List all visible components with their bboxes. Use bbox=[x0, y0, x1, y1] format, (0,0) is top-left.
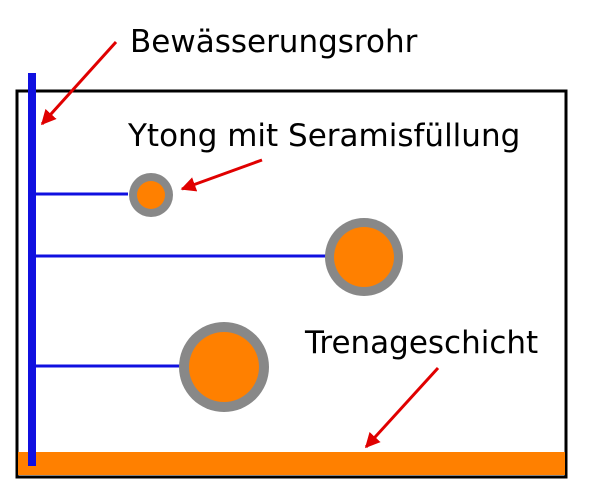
irrigation-pipe bbox=[28, 73, 36, 466]
label-drainage: Trenageschicht bbox=[304, 325, 538, 361]
arrow-pipe bbox=[40, 40, 118, 126]
arrow-drainage bbox=[364, 366, 440, 449]
label-pipe: Bewässerungsrohr bbox=[130, 24, 418, 60]
ytong-pot-small bbox=[129, 173, 173, 217]
drainage-layer bbox=[18, 452, 565, 475]
container-frame bbox=[15, 89, 568, 479]
label-filling: Ytong mit Seramisfüllung bbox=[127, 118, 520, 154]
arrow-filling bbox=[180, 158, 263, 192]
ytong-pot-large bbox=[179, 322, 269, 412]
ytong-pot-medium bbox=[325, 218, 403, 296]
